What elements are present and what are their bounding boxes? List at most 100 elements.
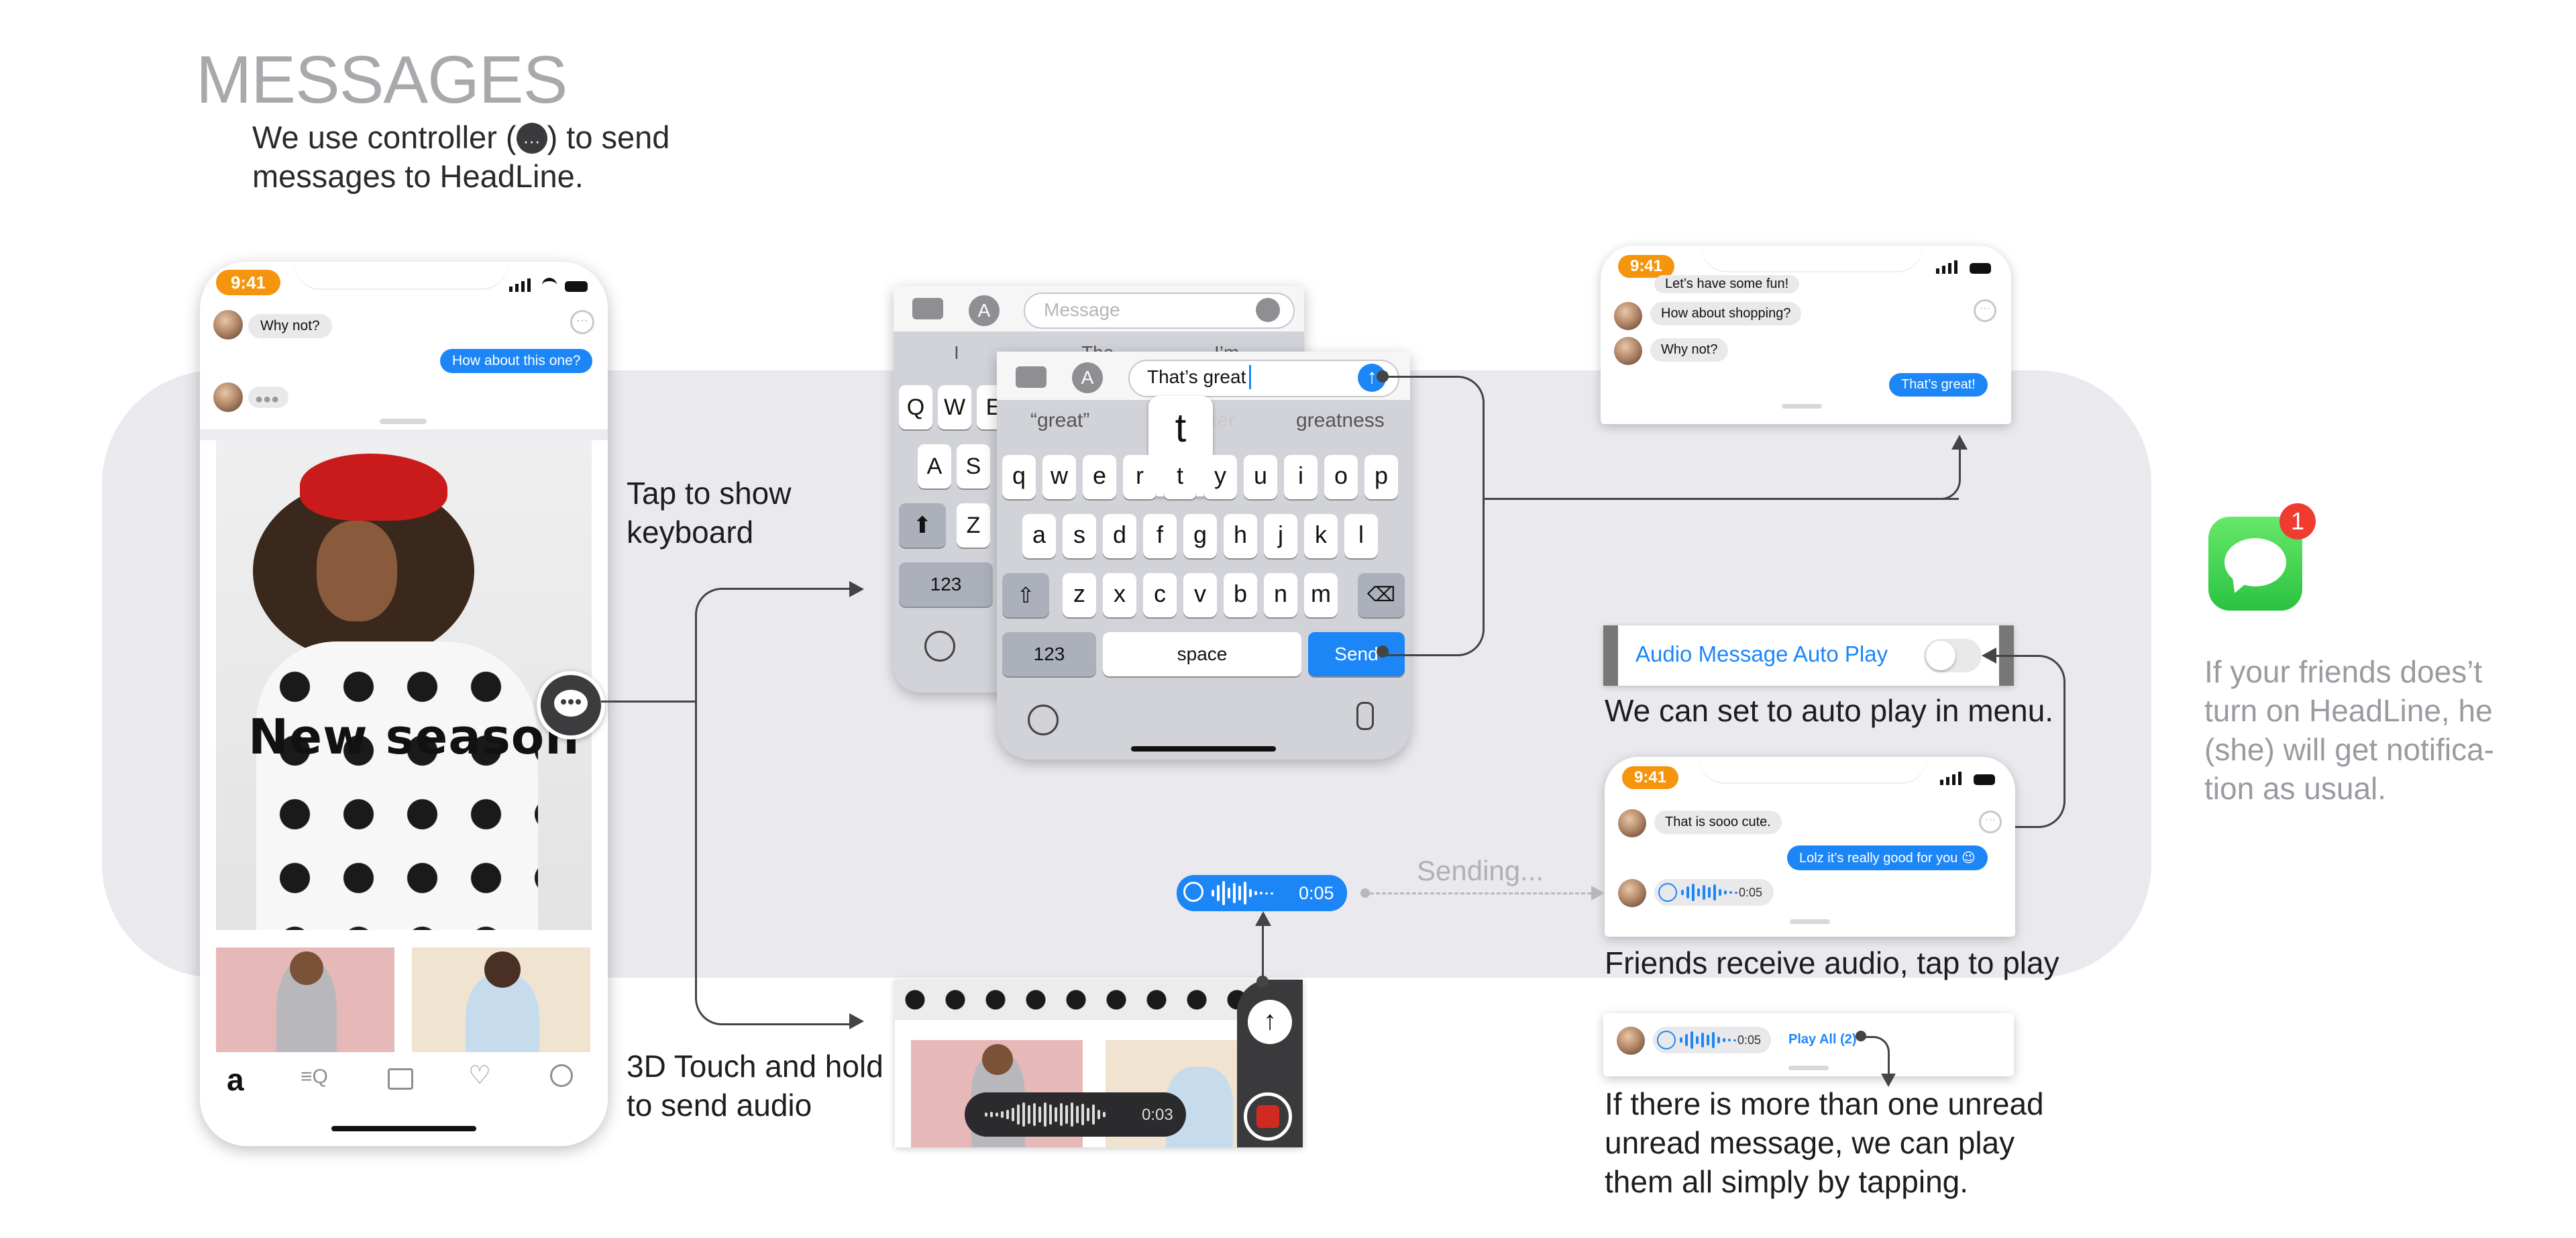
key[interactable]: k [1304,514,1338,558]
key[interactable]: q [1002,455,1036,499]
appstore-icon[interactable]: A [1072,362,1103,393]
suggestion[interactable]: I [954,342,959,363]
key[interactable]: a [1022,514,1056,558]
key[interactable]: f [1143,514,1177,558]
more-icon[interactable]: ··· [1979,811,2002,833]
camera-icon[interactable] [912,298,943,319]
key[interactable]: n [1264,573,1297,617]
divider [200,429,608,440]
audio-message[interactable]: 0:05 [1654,879,1774,906]
play-icon[interactable] [1183,882,1203,902]
key[interactable]: t [1163,455,1197,499]
connector [601,701,695,703]
arrow-icon [1591,886,1605,900]
tab-search[interactable]: ≡Q [301,1066,328,1088]
notch [1699,757,1927,782]
bag-icon[interactable] [388,1068,413,1090]
play-icon[interactable] [1657,1031,1676,1049]
key[interactable]: j [1264,514,1297,558]
numbers-key[interactable]: 123 [899,562,993,607]
key[interactable]: m [1304,573,1338,617]
play-all-button[interactable]: Play All (2) [1788,1032,1857,1047]
upload-arrow-button[interactable]: ↑ [1248,1000,1292,1044]
appstore-icon[interactable]: A [969,295,1000,326]
key[interactable]: A [918,444,951,488]
mic-icon[interactable] [1256,298,1280,322]
key[interactable]: p [1364,455,1398,499]
key[interactable]: v [1183,573,1217,617]
drag-handle[interactable] [380,419,427,424]
key[interactable]: y [1203,455,1237,499]
backspace-key[interactable]: ⌫ [1358,573,1405,617]
heart-icon[interactable]: ♡ [468,1062,492,1090]
key[interactable]: W [938,385,971,429]
hero-image[interactable]: New season [216,440,592,930]
key[interactable]: Q [899,385,932,429]
key[interactable]: s [1063,514,1096,558]
key[interactable]: S [957,444,990,488]
auto-play-toggle[interactable] [1924,639,1982,672]
recording-pill: 0:03 [965,1092,1186,1137]
more-icon[interactable]: ··· [570,310,594,334]
tab-home[interactable]: a [227,1062,244,1097]
status-icons [1935,260,1991,274]
key[interactable]: Z [957,503,990,548]
key[interactable]: l [1344,514,1378,558]
more-icon[interactable]: ··· [1974,299,1996,322]
key[interactable]: w [1042,455,1076,499]
key[interactable]: r [1123,455,1157,499]
space-key[interactable]: space [1103,632,1301,676]
key[interactable]: x [1103,573,1136,617]
drag-handle[interactable] [1782,404,1822,409]
chat-bubble: Lolz it’s really good for you 😉 [1787,845,1988,870]
receive-audio-phone: 9:41 That is sooo cute. ··· Lolz it’s re… [1605,757,2015,937]
camera-icon[interactable] [1016,366,1046,388]
key[interactable]: g [1183,514,1217,558]
key[interactable]: i [1284,455,1318,499]
audio-message[interactable]: 0:05 [1653,1027,1771,1053]
globe-icon[interactable] [1028,705,1059,735]
mic-icon[interactable] [1356,702,1374,730]
page-title: MESSAGES [196,42,568,117]
page-subtitle: We use controller () to send messages to… [252,118,669,196]
chat-controller-button[interactable] [537,671,605,739]
message-input[interactable] [1024,293,1295,329]
globe-icon[interactable] [924,631,955,662]
key[interactable]: b [1224,573,1257,617]
send-arrow-button[interactable]: ↑ [1358,364,1386,392]
suggestion[interactable]: “great” [1030,409,1090,431]
key[interactable]: z [1063,573,1096,617]
numbers-key[interactable]: 123 [1002,632,1096,676]
arrow-icon [1951,435,1968,450]
sending-dashed-line [1370,892,1591,894]
subtitle-line-2: messages to HeadLine. [252,158,584,194]
tab-bar: a ≡Q ♡ [200,1052,608,1146]
suggestion[interactable]: greatness [1296,409,1385,431]
key[interactable]: h [1224,514,1257,558]
hero-headline: New season [248,709,580,765]
drag-handle[interactable] [1790,919,1830,924]
audio-duration: 0:05 [1739,886,1763,899]
message-input[interactable] [1128,360,1399,397]
drag-handle[interactable] [1788,1066,1829,1070]
profile-icon[interactable] [550,1064,573,1087]
play-icon[interactable] [1658,883,1677,902]
key[interactable]: e [1083,455,1116,499]
chat-bubble: How about shopping? [1650,302,1802,325]
chat-bubble-icon [554,690,588,717]
setting-auto-play: Audio Message Auto Play [1603,625,2014,686]
shift-key[interactable]: ⬆ [899,503,946,548]
shift-key[interactable]: ⇧ [1002,573,1049,617]
key[interactable]: d [1103,514,1136,558]
key[interactable]: u [1244,455,1277,499]
annotation-friends-receive: Friends receive audio, tap to play [1605,945,2059,980]
record-button[interactable] [1244,1092,1292,1141]
key[interactable]: c [1143,573,1177,617]
audio-waveform [1212,880,1273,906]
key[interactable]: o [1324,455,1358,499]
sending-audio-message[interactable]: 0:05 [1177,875,1347,911]
audio-waveform [1681,883,1737,902]
